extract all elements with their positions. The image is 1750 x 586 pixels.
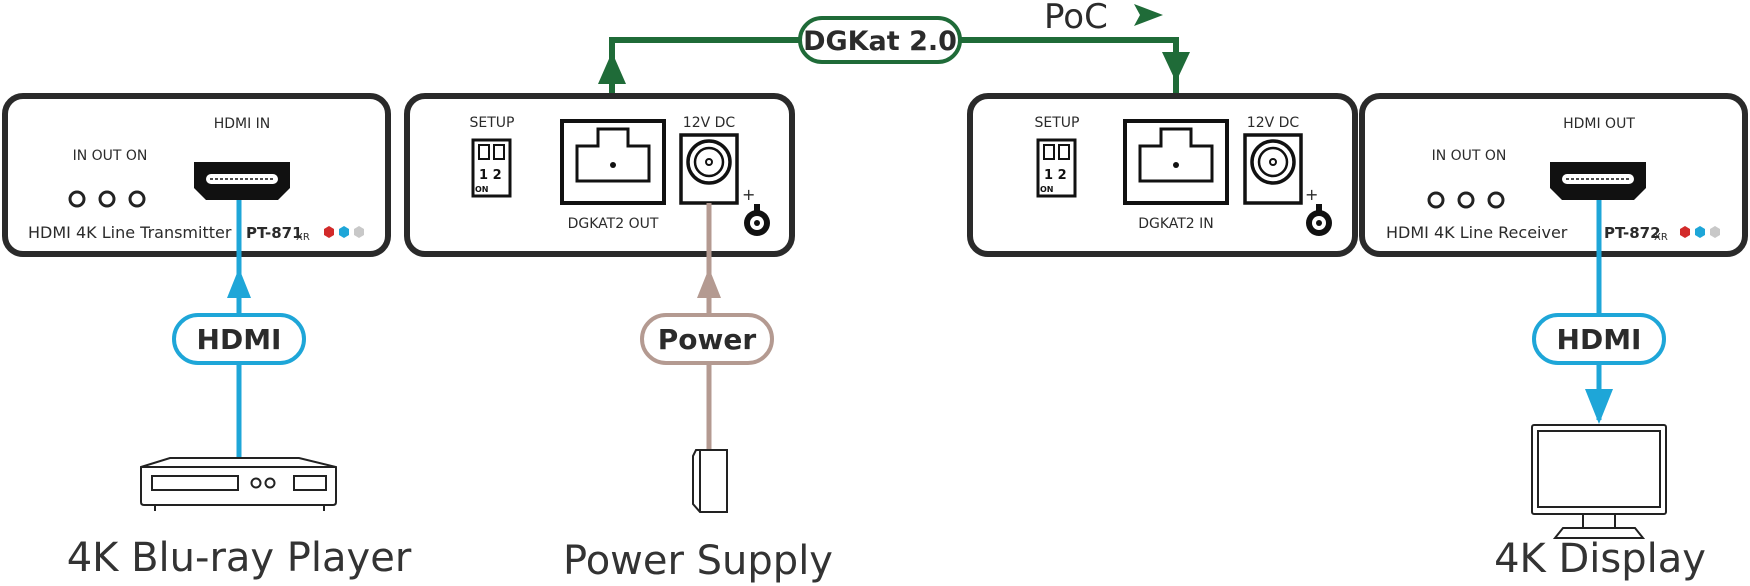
model-number: PT-872 — [1604, 224, 1661, 242]
blue-hex-icon — [339, 226, 349, 238]
hdmi-display-label: HDMI — [1557, 323, 1642, 356]
transmitter-front-panel: HDMI IN IN OUT ON HDMI 4K Line Transmitt… — [2, 93, 391, 257]
power-supply-label: Power Supply — [563, 538, 833, 584]
hdmi-arrow-down-icon — [1585, 389, 1613, 424]
dgkat-link: DGKat 2.0 PoC — [598, 0, 1190, 120]
hdmi-out-label: HDMI OUT — [1563, 116, 1635, 132]
dgkat2-out-port — [560, 119, 666, 205]
dgkat-arrow-down-icon — [1162, 52, 1190, 82]
dip-on: ON — [1040, 185, 1054, 194]
dip-switch-icon: 1 2 ON — [1036, 138, 1077, 198]
plus-sign: + — [1305, 185, 1318, 204]
model-suffix: XR — [296, 232, 310, 243]
power-input-label: 12V DC — [683, 115, 736, 131]
power-supply-icon — [692, 449, 728, 513]
receiver-front-panel: HDMI OUT IN OUT ON HDMI 4K Line Receiver… — [1359, 93, 1748, 257]
led-on — [1487, 191, 1505, 209]
gray-hex-icon — [354, 226, 364, 238]
dgkat-label: DGKat 2.0 — [803, 26, 957, 57]
plus-sign: + — [742, 185, 755, 204]
dip-numbers: 1 2 — [479, 168, 502, 183]
dgkat2-in-port — [1123, 119, 1229, 205]
monitor-icon — [1531, 424, 1667, 539]
model-number: PT-871 — [246, 224, 303, 242]
dgkat-label-pill — [798, 16, 962, 64]
dgkat2-in-label: DGKAT2 IN — [1138, 216, 1214, 232]
hdmi-label-pill — [1532, 313, 1666, 365]
device-name: HDMI 4K Line Transmitter — [28, 223, 232, 242]
red-hex-icon — [324, 226, 334, 238]
receiver-rear-panel: SETUP 1 2 ON DGKAT2 IN 12V DC + — [967, 93, 1358, 257]
led-labels: IN OUT ON — [1432, 148, 1507, 164]
ground-screw-icon — [1306, 204, 1332, 236]
dip-numbers: 1 2 — [1044, 168, 1067, 183]
led-in — [68, 190, 86, 208]
hdmi-label-pill — [172, 313, 306, 365]
blu-ray-player-icon — [140, 457, 337, 511]
dc-jack-icon — [1243, 133, 1303, 205]
hdmi-arrow-up-icon — [227, 268, 251, 298]
red-hex-icon — [1680, 226, 1690, 238]
device-name: HDMI 4K Line Receiver — [1386, 223, 1568, 242]
hdmi-port-icon — [194, 162, 290, 200]
led-out — [98, 190, 116, 208]
arrow-right-icon — [1134, 4, 1163, 26]
transmitter-rear-panel: SETUP 1 2 ON DGKAT2 OUT 12V DC + — [404, 93, 795, 257]
hdmi-source-link: HDMI — [172, 200, 306, 458]
power-input-label: 12V DC — [1247, 115, 1300, 131]
display-device-label: 4K Display — [1494, 536, 1706, 582]
hdmi-display-link: HDMI — [1532, 200, 1666, 424]
led-out — [1457, 191, 1475, 209]
power-cable-label: Power — [658, 323, 757, 356]
hdmi-source-label: HDMI — [197, 323, 282, 356]
setup-label: SETUP — [1035, 115, 1080, 131]
dgkat2-out-label: DGKAT2 OUT — [568, 216, 659, 232]
hdmi-in-label: HDMI IN — [214, 116, 271, 132]
power-arrow-up-icon — [697, 268, 721, 298]
setup-label: SETUP — [470, 115, 515, 131]
power-label-pill — [640, 313, 774, 365]
source-device-label: 4K Blu-ray Player — [67, 535, 412, 581]
model-suffix: XR — [1654, 232, 1668, 243]
hdmi-port-icon — [1550, 162, 1646, 200]
ground-screw-icon — [744, 204, 770, 236]
dip-switch-icon: 1 2 ON — [471, 138, 512, 198]
power-link: Power — [640, 203, 774, 450]
led-on — [128, 190, 146, 208]
poc-label: PoC — [1044, 0, 1108, 37]
gray-hex-icon — [1710, 226, 1720, 238]
blue-hex-icon — [1695, 226, 1705, 238]
dip-on: ON — [475, 185, 489, 194]
led-in — [1427, 191, 1445, 209]
led-labels: IN OUT ON — [73, 148, 148, 164]
dgkat-arrow-up-icon — [598, 52, 626, 84]
dc-jack-icon — [679, 133, 739, 205]
